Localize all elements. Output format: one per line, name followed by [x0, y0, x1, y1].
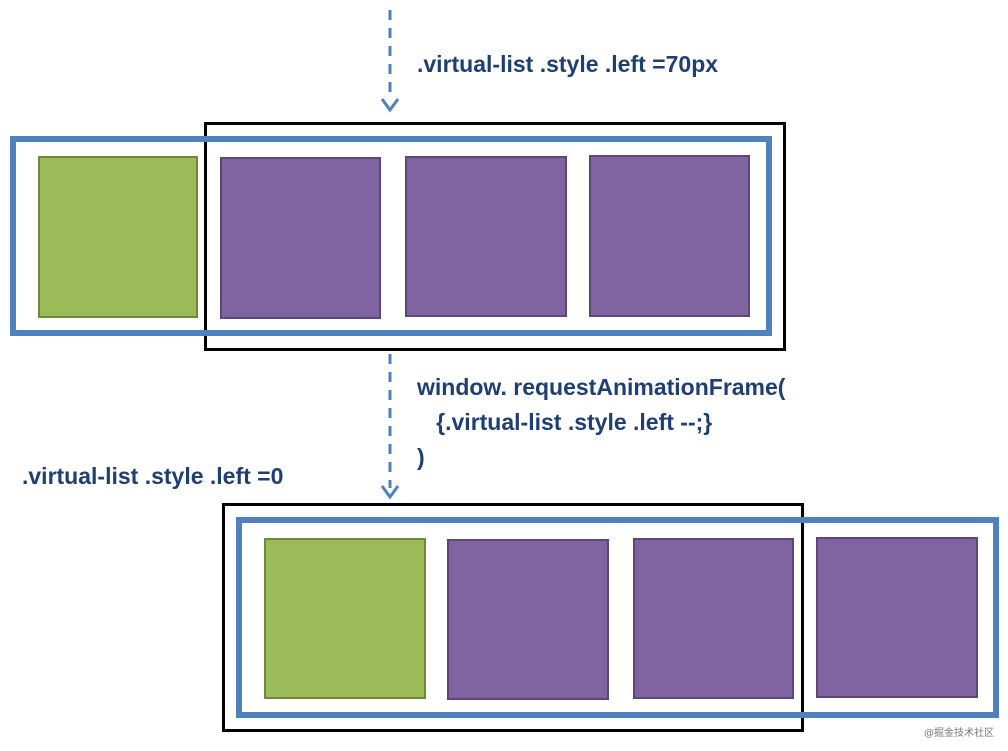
list-item-green: [264, 538, 426, 699]
list-item-purple: [633, 538, 794, 699]
watermark: @掘金技术社区: [924, 728, 994, 739]
viewport-box-before: [204, 122, 786, 351]
viewport-box-after: [222, 503, 804, 732]
raf-line-2: {.virtual-list .style .left --;}: [417, 409, 713, 435]
top-assign-label: .virtual-list .style .left =70px: [417, 51, 719, 77]
top-arrow-icon: [380, 10, 400, 113]
raf-line-3: ): [417, 444, 425, 470]
list-item-purple: [589, 155, 750, 317]
virtual-list-after: [236, 517, 999, 718]
raf-line-1: window. requestAnimationFrame(: [417, 374, 786, 400]
list-item-purple: [405, 156, 567, 317]
list-item-green: [38, 156, 198, 318]
bottom-assign-label: .virtual-list .style .left =0: [22, 463, 284, 489]
virtual-list-before: [10, 136, 772, 336]
list-item-purple: [220, 157, 381, 319]
middle-arrow-icon: [380, 354, 400, 500]
list-item-purple: [816, 537, 978, 698]
list-item-purple: [447, 539, 609, 700]
